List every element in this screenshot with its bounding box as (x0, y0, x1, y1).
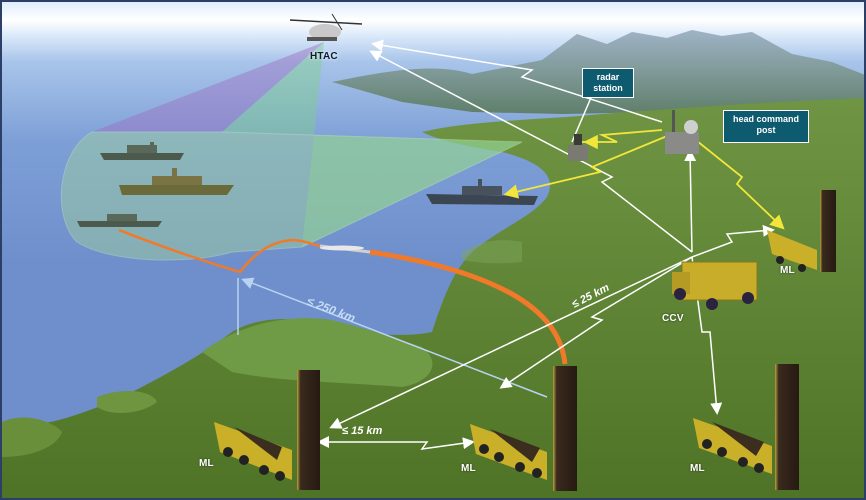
label-ccv: CCV (662, 313, 684, 324)
helicopter-icon (289, 13, 363, 41)
label-ml-bottom-center: ML (461, 463, 476, 474)
label-radar-station: radar station (582, 68, 634, 98)
ship-2 (119, 168, 234, 195)
ccv-truck (672, 261, 758, 310)
label-radar-station-line2: station (593, 83, 623, 93)
label-radar-station-line1: radar (596, 72, 620, 82)
label-ml-right-top: ML (780, 265, 795, 276)
range-launcher-spacing: ≤ 15 km (342, 425, 383, 437)
label-ml-bottom-left: ML (199, 458, 214, 469)
label-head-command-post-line1: head command (732, 114, 799, 124)
target-ships (77, 142, 234, 227)
label-ml-bottom-right: ML (690, 463, 705, 474)
label-htac: HTAC (310, 51, 338, 62)
launcher-bottom-left (214, 370, 320, 490)
ship-1 (100, 142, 184, 160)
near-coast-ship (426, 179, 538, 205)
launcher-right-top (767, 190, 836, 272)
head-command-post-object (665, 110, 699, 154)
missile-icon (320, 245, 364, 251)
launcher-bottom-center (470, 366, 577, 491)
missile-range-line (237, 277, 548, 398)
sensor-coverage-cone (60, 42, 523, 261)
coastline-land (2, 98, 864, 498)
ship-3 (77, 214, 162, 227)
radar-station-object (568, 134, 588, 161)
launcher-bottom-right (693, 364, 799, 490)
label-head-command-post-line2: post (756, 125, 776, 135)
radio-links-yellow (503, 129, 785, 230)
label-head-command-post: head command post (723, 110, 809, 143)
missile-flight-path (118, 228, 568, 365)
